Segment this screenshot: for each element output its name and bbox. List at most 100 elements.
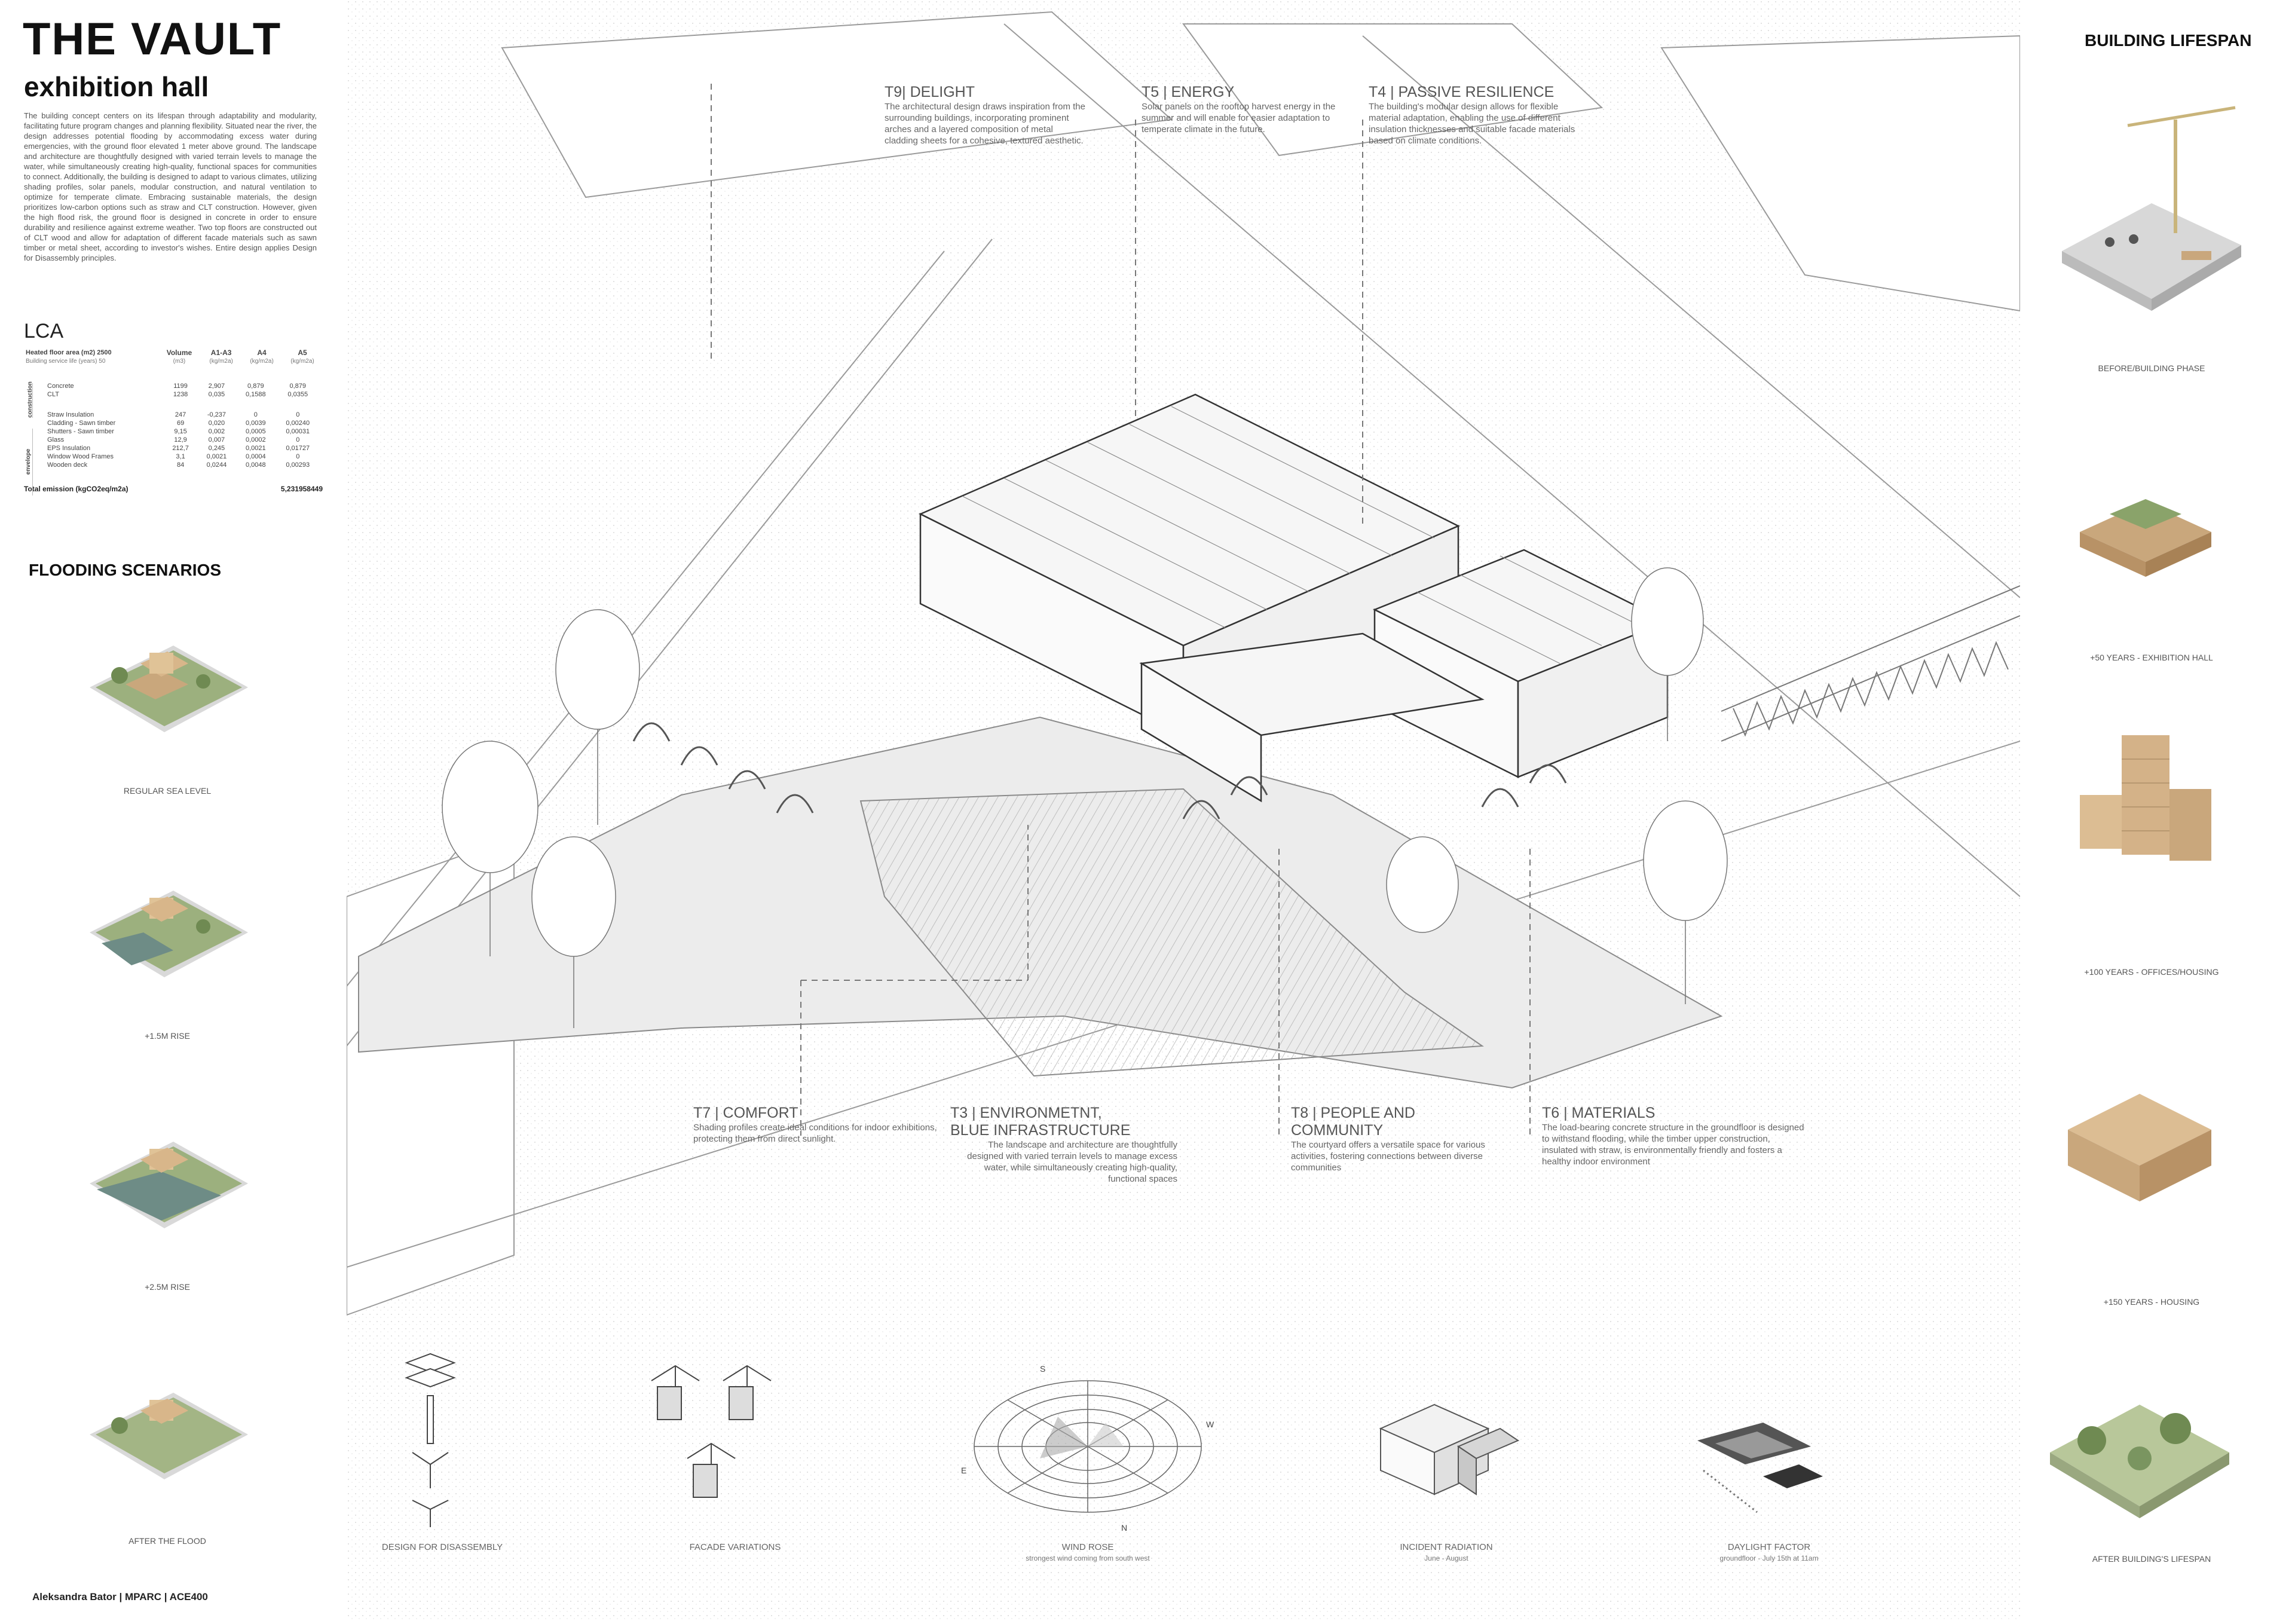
lca-cell-volume: 12,9: [174, 436, 187, 444]
author-credit: Aleksandra Bator | MPARC | ACE400: [32, 1591, 208, 1602]
radiation-caption: INCIDENT RADIATION: [1400, 1542, 1493, 1552]
theme-t6: T6 | MATERIALS The load-bearing concrete…: [1542, 1105, 1805, 1167]
theme-t5: T5 | ENERGY Solar panels on the rooftop …: [1142, 84, 1345, 135]
lca-cell-volume: 1199: [173, 383, 188, 390]
flood-caption-3: +2.5M RISE: [145, 1282, 190, 1292]
lca-cell-a1a3: 0,0021: [206, 453, 227, 460]
lifespan-thumb-1: [2056, 96, 2247, 326]
theme-t7-body: Shading profiles create ideal conditions…: [693, 1123, 937, 1144]
radiation-diagram: [1369, 1393, 1524, 1527]
lifespan-caption-2: +50 YEARS - EXHIBITION HALL: [2090, 653, 2213, 662]
unit-a1a3: (kg/m2a): [209, 358, 233, 365]
terraced-steps: [859, 788, 1484, 1077]
lifespan-50y-illustration: [2080, 499, 2211, 577]
dfd-diagram: [394, 1351, 466, 1533]
flood-caption-1: REGULAR SEA LEVEL: [123, 786, 212, 796]
lca-row: Concrete 1199 2,907 0,879 0,879: [45, 382, 320, 390]
lca-cell-a1a3: 0,245: [208, 445, 225, 452]
intro-text: The building concept centers on its life…: [24, 111, 317, 262]
lca-cell-material: Shutters - Sawn timber: [47, 428, 114, 435]
lca-cell-material: Glass: [47, 436, 65, 444]
lca-cell-a1a3: 0,002: [208, 428, 225, 435]
lifespan-caption-1: BEFORE/BUILDING PHASE: [2098, 363, 2205, 373]
lca-cell-volume: 247: [175, 411, 186, 418]
theme-t9: T9| DELIGHT The architectural design dra…: [885, 84, 1088, 146]
theme-t5-body: Solar panels on the rooftop harvest ener…: [1142, 102, 1336, 134]
flood-thumb-4: [84, 1369, 251, 1491]
construction-bracket: construction: [24, 381, 33, 418]
trees: [442, 567, 1728, 1028]
unit-a4: (kg/m2a): [250, 358, 274, 365]
lca-cell-a4: 0,0048: [245, 461, 266, 469]
wind-rose-diagram: [968, 1369, 1207, 1527]
group-construction-label: construction: [26, 381, 33, 418]
theme-t3: T3 | ENVIRONMETNT, BLUE INFRASTRUCTURE T…: [950, 1105, 1177, 1185]
lca-cell-a1a3: 2,907: [208, 383, 225, 390]
flooding-heading: FLOODING SCENARIOS: [29, 561, 222, 579]
facade-illustration: [651, 1365, 772, 1498]
theme-t3-body: The landscape and architecture are thoug…: [967, 1140, 1177, 1184]
lca-cell-a1a3: 0,035: [208, 391, 225, 398]
compass-n: N: [1121, 1523, 1128, 1533]
lifespan-150y-illustration: [2068, 1094, 2211, 1201]
theme-t9-body: The architectural design draws inspirati…: [885, 102, 1085, 146]
lca-cell-a5: 0,879: [289, 383, 307, 390]
envelope-bracket: envelope: [24, 429, 33, 496]
theme-t4: T4 | PASSIVE RESILIENCE The building's m…: [1369, 84, 1584, 146]
flood-after-illustration: [90, 1393, 248, 1479]
bridge-truss: [1721, 585, 2021, 742]
lifespan-before-illustration: [2062, 106, 2241, 311]
total-emission-value: 5,231958449: [280, 485, 323, 493]
lca-cell-a5: 0,0355: [287, 391, 308, 398]
lca-heading: LCA: [24, 320, 64, 342]
daylight-subcaption: groundfloor - July 15th at 11am: [1719, 1554, 1819, 1562]
lca-cell-a1a3: 0,0244: [206, 461, 227, 469]
lca-cell-a4: 0,879: [247, 383, 264, 390]
lca-table: Heated floor area (m2) 2500 Volume A1-A3…: [24, 348, 323, 496]
lca-cell-a5: 0,00240: [286, 420, 310, 427]
flood-regular-illustration: [90, 646, 248, 732]
lca-cell-volume: 1238: [173, 391, 188, 398]
compass-s: S: [1040, 1364, 1046, 1374]
flood-thumb-3: [84, 1118, 251, 1240]
lca-cell-material: Concrete: [47, 383, 74, 390]
lca-cell-a1a3: 0,020: [208, 420, 225, 427]
leader-lines: [711, 84, 1531, 1136]
axonometric-drawing: [346, 0, 2021, 1621]
lca-cell-material: Cladding - Sawn timber: [47, 420, 116, 427]
lca-cell-material: Straw Insulation: [47, 411, 94, 418]
theme-t8-title1: T8 | PEOPLE AND: [1291, 1105, 1415, 1121]
wind-caption: WIND ROSE: [1061, 1542, 1114, 1552]
page-title: THE VAULT: [23, 14, 282, 65]
lca-cell-a4: 0,1588: [245, 391, 266, 398]
dfd-caption: DESIGN FOR DISASSEMBLY: [381, 1542, 503, 1552]
lca-cell-a5: 0,00293: [286, 461, 310, 469]
daylight-caption: DAYLIGHT FACTOR: [1727, 1542, 1811, 1552]
lca-cell-a5: 0: [296, 436, 300, 444]
main-axonometric-panel: [346, 0, 2021, 1621]
lca-cell-a1a3: -0,237: [207, 411, 227, 418]
col-a4: A4: [257, 348, 267, 357]
lifespan-caption-5: AFTER BUILDING'S LIFESPAN: [2092, 1554, 2211, 1564]
theme-t8: T8 | PEOPLE AND COMMUNITY The courtyard …: [1291, 1105, 1506, 1173]
lifespan-thumb-3: [2044, 723, 2235, 906]
wind-rose-illustration: [974, 1380, 1202, 1513]
flood-15m-illustration: [90, 891, 248, 977]
lifespan-caption-3: +100 YEARS - OFFICES/HOUSING: [2084, 967, 2219, 977]
daylight-illustration: [1697, 1423, 1823, 1513]
theme-t7-title: T7 | COMFORT: [693, 1105, 798, 1121]
page-subtitle: exhibition hall: [24, 71, 209, 102]
lifespan-thumb-5: [2044, 1375, 2235, 1533]
lifespan-heading: BUILDING LIFESPAN: [2085, 31, 2252, 50]
lca-cell-a5: 0: [296, 411, 300, 418]
lca-cell-a4: 0: [253, 411, 258, 418]
theme-t7: T7 | COMFORT Shading profiles create ide…: [693, 1105, 944, 1145]
service-life-label: Building service life (years) 50: [26, 358, 106, 365]
lifespan-100y-illustration: [2080, 735, 2211, 861]
theme-t3-title1: T3 | ENVIRONMETNT,: [950, 1105, 1102, 1121]
